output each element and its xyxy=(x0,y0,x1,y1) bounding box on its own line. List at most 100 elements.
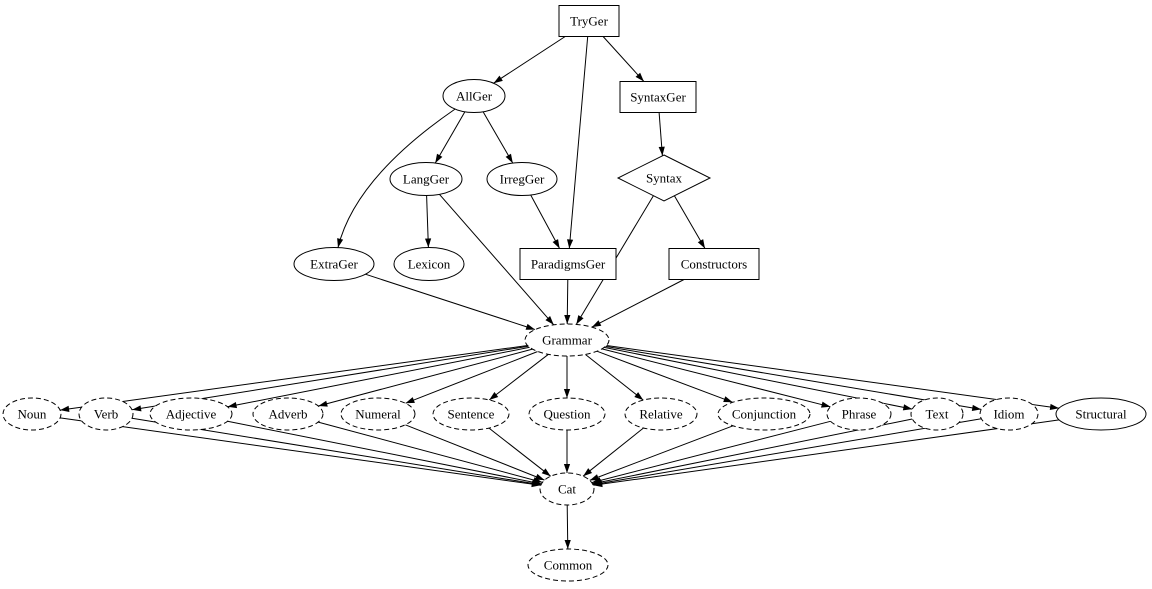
edge-adjective-to-cat xyxy=(227,420,542,486)
box-shape xyxy=(558,5,620,37)
edge-syntax-to-constructors xyxy=(673,195,706,249)
node-label: Adverb xyxy=(269,406,308,421)
node-label: Conjunction xyxy=(732,406,797,421)
node-label: Syntax xyxy=(646,170,683,185)
node-label: Sentence xyxy=(448,406,495,421)
ellipse-shape xyxy=(432,397,510,431)
ellipse-shape xyxy=(389,162,463,196)
node-label: Text xyxy=(926,406,949,421)
node-label: Constructors xyxy=(681,256,747,271)
node-numeral: Numeral xyxy=(340,397,416,431)
edge-syntaxger-to-syntax xyxy=(658,112,665,156)
node-label: Structural xyxy=(1075,406,1127,421)
ellipse-shape xyxy=(717,397,811,431)
edge-allger-to-irregger xyxy=(482,111,514,164)
node-adjective: Adjective xyxy=(149,397,233,431)
node-conjunction: Conjunction xyxy=(717,397,811,431)
edge-cat-to-common xyxy=(564,504,571,550)
node-noun: Noun xyxy=(2,397,62,431)
edge-langger-to-lexicon xyxy=(424,195,432,248)
edge-layer xyxy=(60,36,1060,550)
node-idiom: Idiom xyxy=(979,397,1039,431)
ellipse-shape xyxy=(486,162,558,196)
edge-tryger-to-paradigmsger xyxy=(566,36,589,249)
ellipse-shape xyxy=(624,397,698,431)
edge-adverb-to-cat xyxy=(318,421,543,484)
edge-grammar-to-adjective xyxy=(227,346,530,409)
edge-idiom-to-cat xyxy=(592,418,982,487)
edge-grammar-to-structural xyxy=(606,345,1060,411)
node-adverb: Adverb xyxy=(252,397,324,431)
edge-allger-to-langger xyxy=(434,111,466,164)
edge-grammar-to-numeral xyxy=(405,351,538,404)
node-label: Verb xyxy=(94,406,119,421)
node-tryger: TryGer xyxy=(558,5,620,37)
edge-grammar-to-sentence xyxy=(488,353,549,401)
ellipse-shape xyxy=(340,397,416,431)
node-label: IrregGer xyxy=(500,171,545,186)
node-langger: LangGer xyxy=(389,162,463,196)
node-question: Question xyxy=(528,397,606,431)
ellipse-shape xyxy=(826,397,892,431)
edge-grammar-to-conjunction xyxy=(596,350,733,403)
box-shape xyxy=(519,248,617,280)
node-label: ParadigmsGer xyxy=(531,256,606,271)
node-text: Text xyxy=(910,397,964,431)
edge-tryger-to-syntaxger xyxy=(602,36,645,82)
node-phrase: Phrase xyxy=(826,397,892,431)
edge-extrager-to-grammar xyxy=(365,273,536,331)
edge-paradigmsger-to-grammar xyxy=(564,279,571,325)
node-common: Common xyxy=(527,548,609,582)
node-label: SyntaxGer xyxy=(630,89,686,104)
edge-conjunction-to-cat xyxy=(589,425,734,481)
node-syntaxger: SyntaxGer xyxy=(619,81,697,113)
node-cat: Cat xyxy=(539,472,595,506)
node-paradigmsger: ParadigmsGer xyxy=(519,248,617,280)
edge-grammar-to-relative xyxy=(584,354,644,401)
ellipse-shape xyxy=(528,397,606,431)
ellipse-shape xyxy=(1055,397,1147,431)
diamond-shape xyxy=(616,154,712,202)
edge-allger-to-extrager xyxy=(337,108,456,248)
node-lexicon: Lexicon xyxy=(393,247,465,281)
edge-grammar-to-idiom xyxy=(605,345,982,411)
node-label: Lexicon xyxy=(408,256,451,271)
ellipse-shape xyxy=(78,397,134,431)
ellipse-shape xyxy=(393,247,465,281)
ellipse-shape xyxy=(442,79,506,113)
node-grammar: Grammar xyxy=(524,323,610,357)
node-label: Phrase xyxy=(842,406,877,421)
node-syntax: Syntax xyxy=(616,154,712,202)
node-label: ExtraGer xyxy=(310,256,358,271)
edge-numeral-to-cat xyxy=(405,424,545,481)
node-label: Question xyxy=(544,406,591,421)
node-sentence: Sentence xyxy=(432,397,510,431)
edge-tryger-to-allger xyxy=(493,36,566,84)
node-label: TryGer xyxy=(570,13,608,28)
edge-irregger-to-paradigmsger xyxy=(530,194,561,249)
edge-grammar-to-phrase xyxy=(601,348,831,408)
edge-langger-to-grammar xyxy=(439,193,555,326)
edge-sentence-to-cat xyxy=(488,427,552,477)
node-extrager: ExtraGer xyxy=(293,247,375,281)
edge-constructors-to-grammar xyxy=(591,279,685,328)
node-label: Relative xyxy=(639,406,683,421)
ellipse-shape xyxy=(539,472,595,506)
node-relative: Relative xyxy=(624,397,698,431)
ellipse-shape xyxy=(252,397,324,431)
ellipse-shape xyxy=(2,397,62,431)
ellipse-shape xyxy=(527,548,609,582)
node-label: Grammar xyxy=(542,332,592,347)
node-allger: AllGer xyxy=(442,79,506,113)
edge-grammar-to-noun xyxy=(60,345,528,412)
node-label: Common xyxy=(544,557,593,572)
ellipse-shape xyxy=(979,397,1039,431)
node-label: LangGer xyxy=(403,171,450,186)
node-label: Cat xyxy=(558,481,576,496)
node-verb: Verb xyxy=(78,397,134,431)
edge-noun-to-cat xyxy=(60,417,541,488)
edge-phrase-to-cat xyxy=(591,420,831,484)
